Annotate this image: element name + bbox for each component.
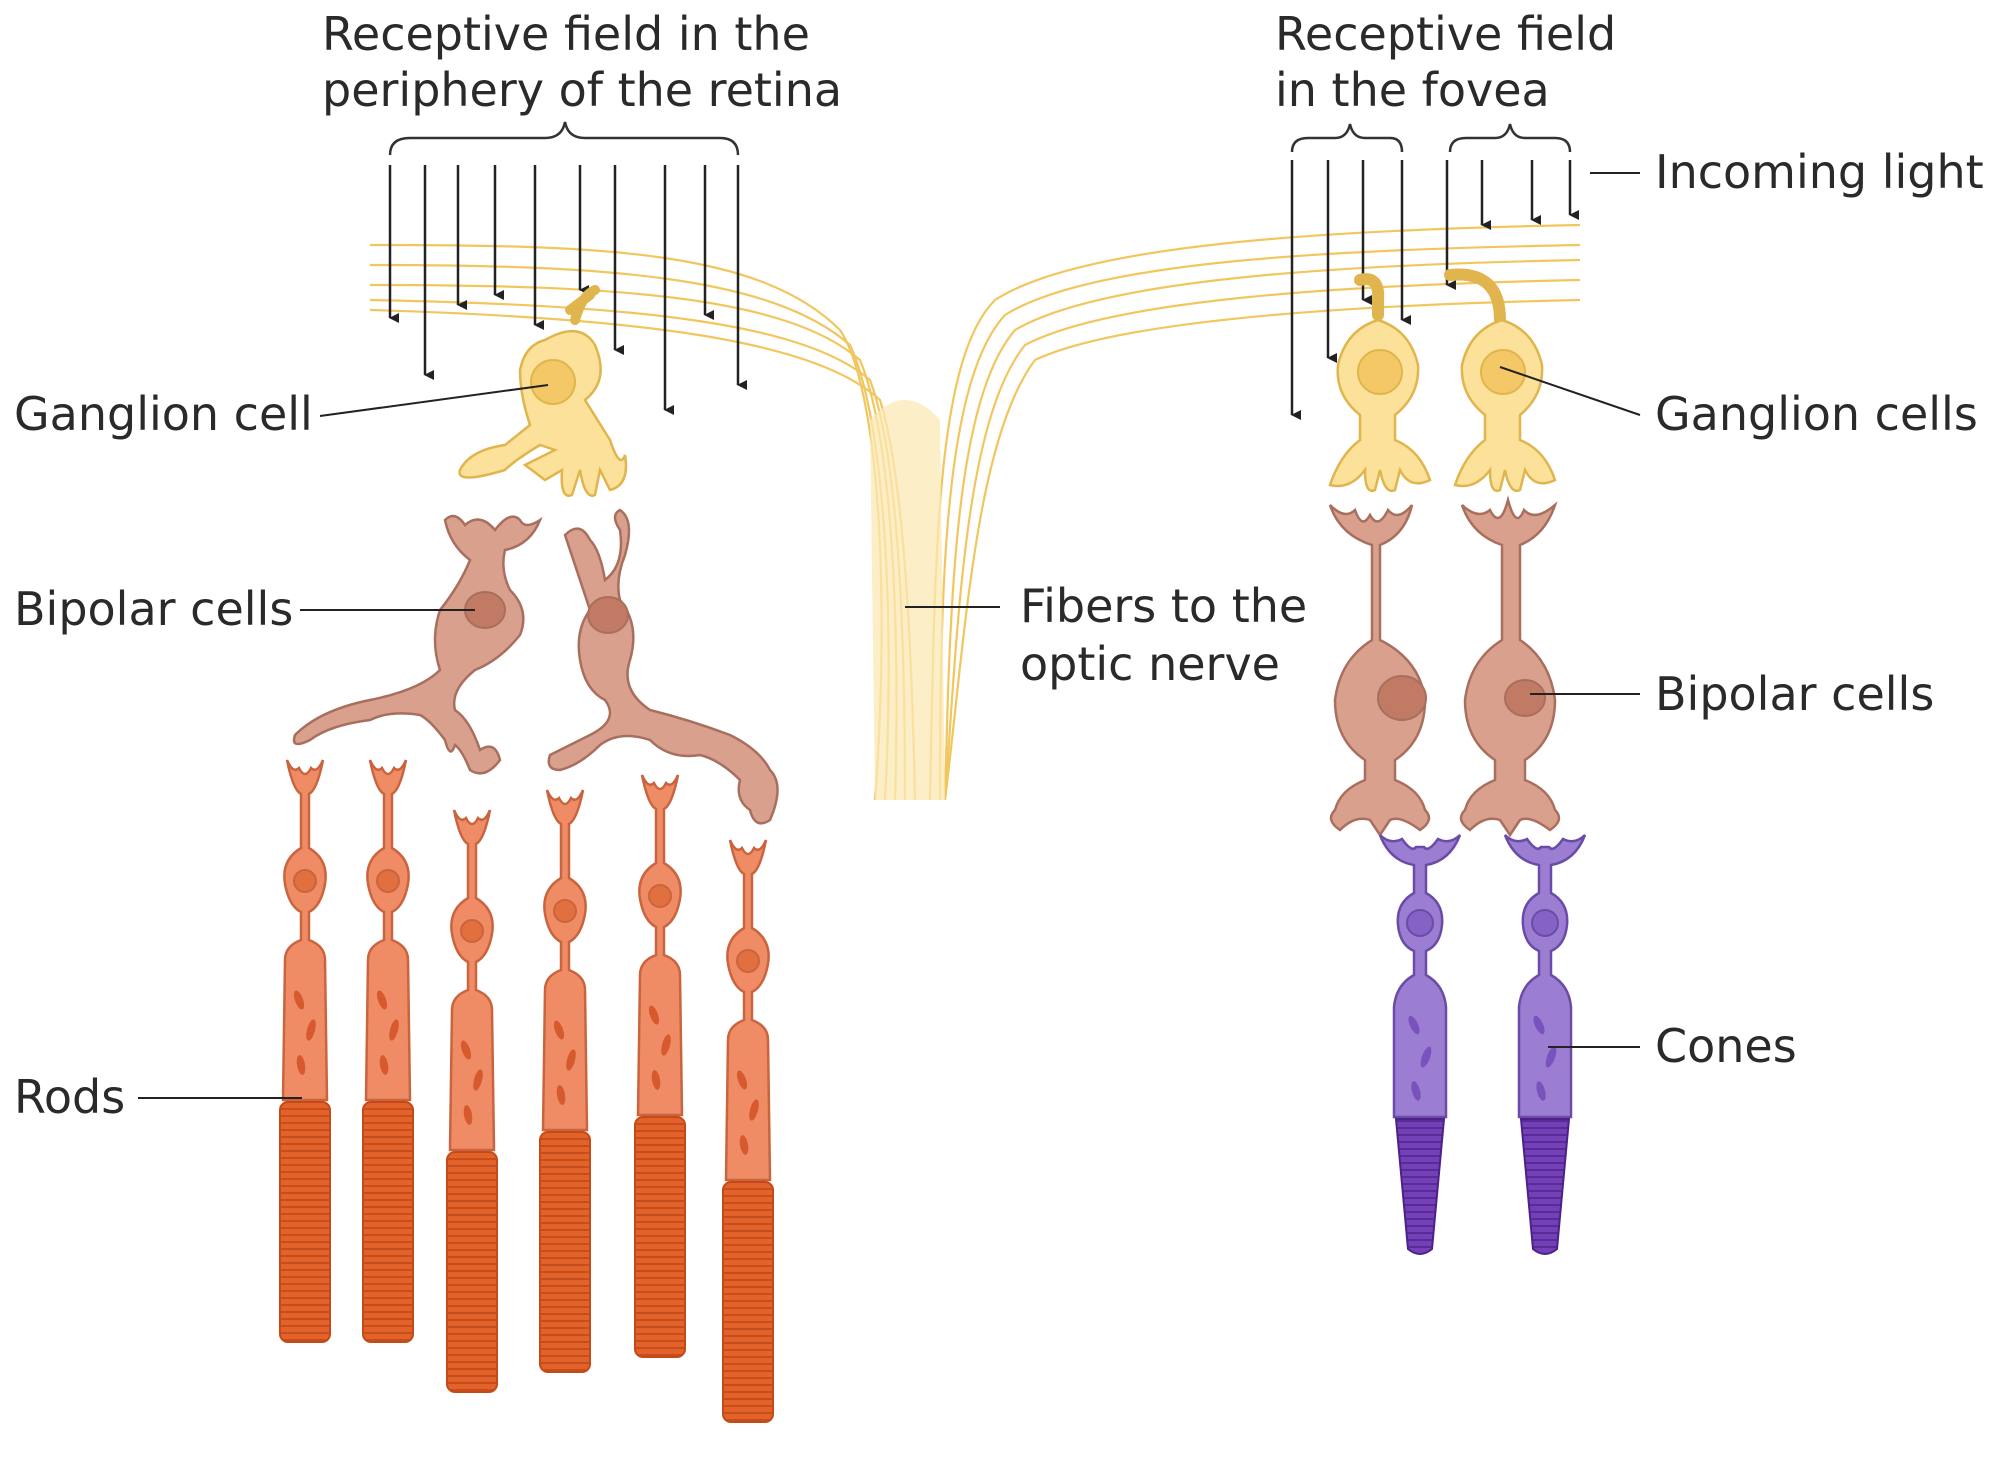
- periphery-bipolar-cell-1: [294, 516, 540, 773]
- optic-nerve-stem: [870, 400, 945, 800]
- bipolar-cells-left-label: Bipolar cells: [14, 582, 293, 636]
- fovea-field-brace-2: [1450, 124, 1570, 152]
- fibers-label-line2: optic nerve: [1020, 637, 1280, 691]
- periphery-bipolar-cell-2: [549, 510, 778, 823]
- periphery-field-label-line1: Receptive field in the: [322, 7, 810, 61]
- fovea-bipolar-cell-2: [1461, 500, 1559, 835]
- fovea-field-label-line2: in the fovea: [1275, 63, 1550, 117]
- cone-cell-1: [1380, 835, 1460, 1254]
- incoming-light-label: Incoming light: [1655, 145, 1984, 199]
- cone-cell-2: [1505, 835, 1585, 1254]
- periphery-field-label-line2: periphery of the retina: [322, 63, 842, 117]
- fovea-field-label-line1: Receptive field: [1275, 7, 1616, 61]
- fovea-ganglion-cell-1: [1330, 279, 1430, 491]
- rod-cell-1: [280, 760, 330, 1342]
- rod-cell-4: [540, 790, 590, 1372]
- rod-cell-5: [635, 775, 685, 1357]
- fovea-ganglion-cell-2: [1450, 275, 1555, 491]
- ganglion-cells-label: Ganglion cells: [1655, 387, 1978, 441]
- rod-cell-3: [447, 810, 497, 1392]
- rods-label: Rods: [14, 1070, 125, 1124]
- cones-label: Cones: [1655, 1019, 1797, 1073]
- rod-cell-2: [363, 760, 413, 1342]
- fovea-bipolar-cell-1: [1330, 505, 1429, 835]
- rod-cell-6: [723, 840, 773, 1422]
- periphery-field-brace: [390, 122, 738, 155]
- fibers-label-line1: Fibers to the: [1020, 579, 1307, 633]
- bipolar-cells-right-label: Bipolar cells: [1655, 667, 1934, 721]
- fovea-field-brace-1: [1292, 124, 1402, 152]
- ganglion-cell-label: Ganglion cell: [14, 387, 313, 441]
